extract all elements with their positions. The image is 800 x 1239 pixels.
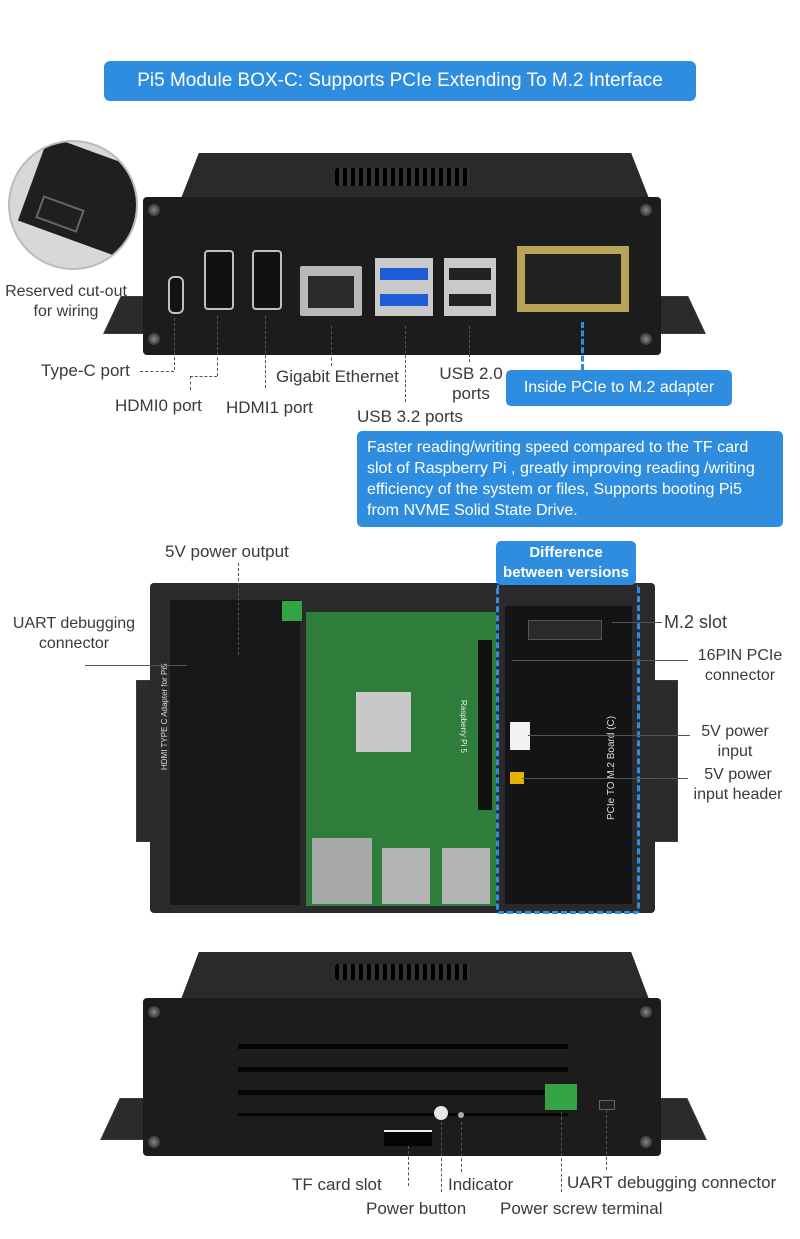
screw-terminal xyxy=(545,1084,577,1110)
leader-line xyxy=(331,326,332,366)
pcie16-label: 16PIN PCIe connector xyxy=(697,647,783,684)
usb32-label: USB 3.2 ports xyxy=(357,407,463,426)
screw xyxy=(148,333,160,345)
type-c-port xyxy=(168,276,184,314)
uart-bottom-label: UART debugging connector xyxy=(567,1173,777,1192)
usb3-ports xyxy=(375,258,433,316)
tf-card-label: TF card slot xyxy=(292,1175,382,1194)
leader-line xyxy=(265,316,266,388)
leader-line xyxy=(238,563,239,655)
top-vent xyxy=(335,168,470,186)
eth-jack xyxy=(312,838,372,904)
leader-line xyxy=(190,376,191,390)
type-c-label: Type-C port xyxy=(41,361,130,380)
hdmi-adapter-text: HDMI TYPE C Adapter for Pi5 xyxy=(160,663,169,770)
screw xyxy=(640,1136,652,1148)
raspberry-text: Raspberry Pi 5 xyxy=(459,700,468,753)
screw xyxy=(640,1006,652,1018)
usb20-label: USB 2.0 ports xyxy=(439,364,503,403)
power-input-label: 5V power input xyxy=(701,723,769,760)
mount-bracket-right xyxy=(652,680,678,842)
leader-line xyxy=(522,778,688,779)
hdmi1-port xyxy=(252,250,282,310)
power-output-label: 5V power output xyxy=(165,542,289,561)
leader-line xyxy=(469,326,470,362)
screw xyxy=(148,1006,160,1018)
leader-line xyxy=(217,316,218,376)
leader-line xyxy=(140,371,174,372)
m2-adapter-edge xyxy=(517,246,629,312)
ethernet-port xyxy=(300,266,362,316)
hdmi1-label: HDMI1 port xyxy=(226,398,313,417)
screw xyxy=(148,204,160,216)
adapter-leader xyxy=(581,322,584,370)
power-input-header xyxy=(510,772,524,784)
green-terminal xyxy=(282,601,302,621)
top-vent xyxy=(335,964,470,980)
leader-line xyxy=(174,318,175,370)
screw xyxy=(640,333,652,345)
screw xyxy=(148,1136,160,1148)
pcie-m2-board xyxy=(505,606,632,904)
leader-line xyxy=(606,1110,607,1170)
power-input-header-label: 5V power input header xyxy=(693,766,783,803)
leader-line xyxy=(561,1112,562,1192)
inside-adapter-box: Inside PCIe to M.2 adapter xyxy=(506,370,732,406)
uart-port xyxy=(599,1100,615,1110)
description-box: Faster reading/writing speed compared to… xyxy=(357,431,783,527)
difference-outline xyxy=(496,585,640,914)
power-input-connector xyxy=(510,722,530,750)
leader-line xyxy=(190,376,217,377)
leader-line xyxy=(405,326,406,402)
leader-line xyxy=(408,1146,409,1186)
tf-card-slot xyxy=(384,1130,432,1146)
leader-line xyxy=(512,660,688,661)
side-vents xyxy=(238,1044,568,1116)
m2-slot-label: M.2 slot xyxy=(664,612,728,632)
indicator-label: Indicator xyxy=(448,1175,514,1194)
usb-jack xyxy=(382,848,430,904)
gigabit-ethernet-label: Gigabit Ethernet xyxy=(276,367,399,386)
hdmi-adapter-board xyxy=(170,600,300,905)
reserved-cutout-label: Reserved cut-out for wiring xyxy=(5,283,127,320)
soc-chip xyxy=(356,692,411,752)
leader-line xyxy=(528,735,690,736)
hdmi0-label: HDMI0 port xyxy=(115,396,202,415)
screw xyxy=(640,204,652,216)
m2-connector xyxy=(528,620,602,640)
leader-line xyxy=(85,665,187,666)
uart-label: UART debugging connector xyxy=(12,615,136,652)
screw-terminal-label: Power screw terminal xyxy=(500,1199,663,1218)
page-title-banner: Pi5 Module BOX-C: Supports PCIe Extendin… xyxy=(104,61,696,101)
cutout-zoom-circle xyxy=(8,140,138,270)
gpio-header xyxy=(478,640,492,810)
leader-line xyxy=(441,1122,442,1192)
leader-line xyxy=(461,1122,462,1172)
power-button-label: Power button xyxy=(366,1199,467,1218)
usb-jack xyxy=(442,848,490,904)
indicator-led xyxy=(458,1112,464,1118)
usb2-ports xyxy=(444,258,496,316)
power-button-cap xyxy=(434,1106,448,1120)
hdmi0-port xyxy=(204,250,234,310)
leader-line xyxy=(612,622,662,623)
difference-box: Difference between versions xyxy=(496,541,636,585)
